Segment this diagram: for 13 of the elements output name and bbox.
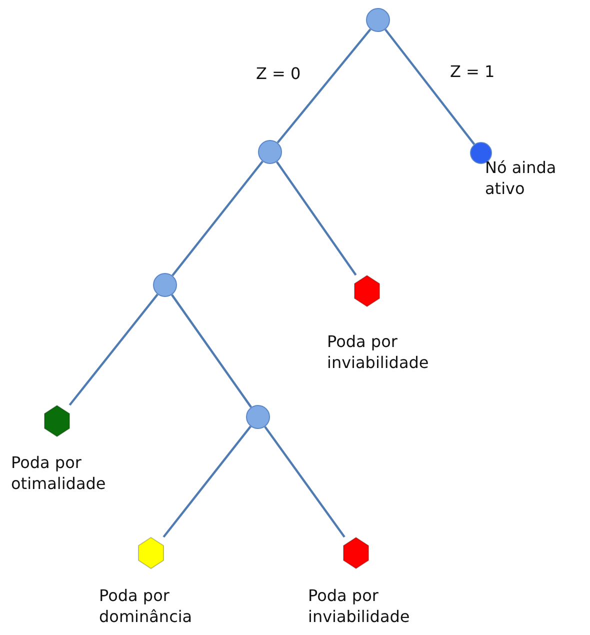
tree-branch-line xyxy=(171,294,252,408)
node-caption: Poda por inviabilidade xyxy=(327,331,430,373)
tree-branch-line xyxy=(172,160,264,276)
node-caption: Nó ainda ativo xyxy=(485,157,558,199)
node-caption: Poda por otimalidade xyxy=(11,452,107,494)
node-caption: Poda por inviabilidade xyxy=(308,585,411,627)
tree-branch-line xyxy=(162,426,252,538)
tree-branch-line xyxy=(276,161,357,276)
tree-branch-line xyxy=(68,294,158,406)
tree-branch-line xyxy=(384,28,476,145)
tree-branch-line xyxy=(264,426,346,538)
tree-branch-line xyxy=(276,28,372,144)
node-caption: Poda por dominância xyxy=(99,585,194,627)
